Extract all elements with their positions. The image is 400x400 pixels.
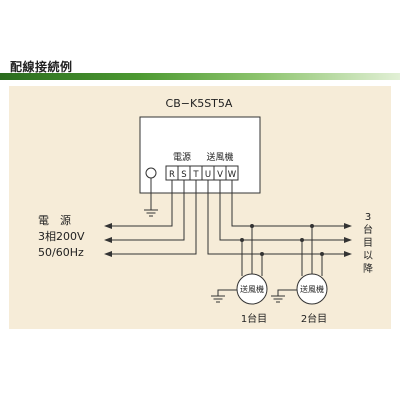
arrowheads bbox=[104, 223, 352, 257]
ground-icon bbox=[211, 295, 225, 303]
supply-label: 電 源 bbox=[38, 213, 71, 227]
header-gradient-bar bbox=[0, 73, 400, 80]
junction-dots bbox=[240, 224, 324, 256]
model-label: CB−K5ST5A bbox=[166, 97, 233, 110]
terminal-t: T bbox=[192, 170, 199, 180]
terminal-u: U bbox=[205, 170, 211, 180]
header: 配線接続例 bbox=[0, 0, 400, 80]
terminal-s: S bbox=[181, 170, 186, 180]
motor-2 bbox=[296, 273, 328, 305]
ground-icon bbox=[144, 209, 158, 217]
terminal-r: R bbox=[169, 170, 175, 180]
supply-frequency: 50/60Hz bbox=[38, 246, 84, 259]
motor-2-label: 送風機 bbox=[300, 284, 324, 294]
terminal-v: V bbox=[217, 170, 223, 180]
continue-char-1: 3 bbox=[365, 212, 371, 223]
terminal-block bbox=[165, 165, 239, 181]
continue-char-3: 目 bbox=[363, 238, 373, 249]
fan-group-label: 送風機 bbox=[206, 151, 233, 163]
controller-box bbox=[139, 116, 261, 194]
motor-1-caption: 1台目 bbox=[241, 312, 267, 325]
continue-char-5: 降 bbox=[363, 262, 373, 275]
supply-voltage: 3相200V bbox=[38, 230, 85, 243]
continue-char-2: 台 bbox=[363, 223, 373, 236]
motor-1 bbox=[236, 273, 268, 305]
motor-1-label: 送風機 bbox=[240, 284, 264, 294]
section-title: 配線接続例 bbox=[10, 60, 73, 74]
continue-char-4: 以 bbox=[363, 251, 373, 262]
terminal-w: W bbox=[228, 170, 237, 180]
motor-2-caption: 2台目 bbox=[301, 312, 327, 325]
power-group-label: 電源 bbox=[173, 152, 191, 163]
ground-icon bbox=[271, 295, 285, 303]
earth-terminal bbox=[145, 167, 157, 179]
